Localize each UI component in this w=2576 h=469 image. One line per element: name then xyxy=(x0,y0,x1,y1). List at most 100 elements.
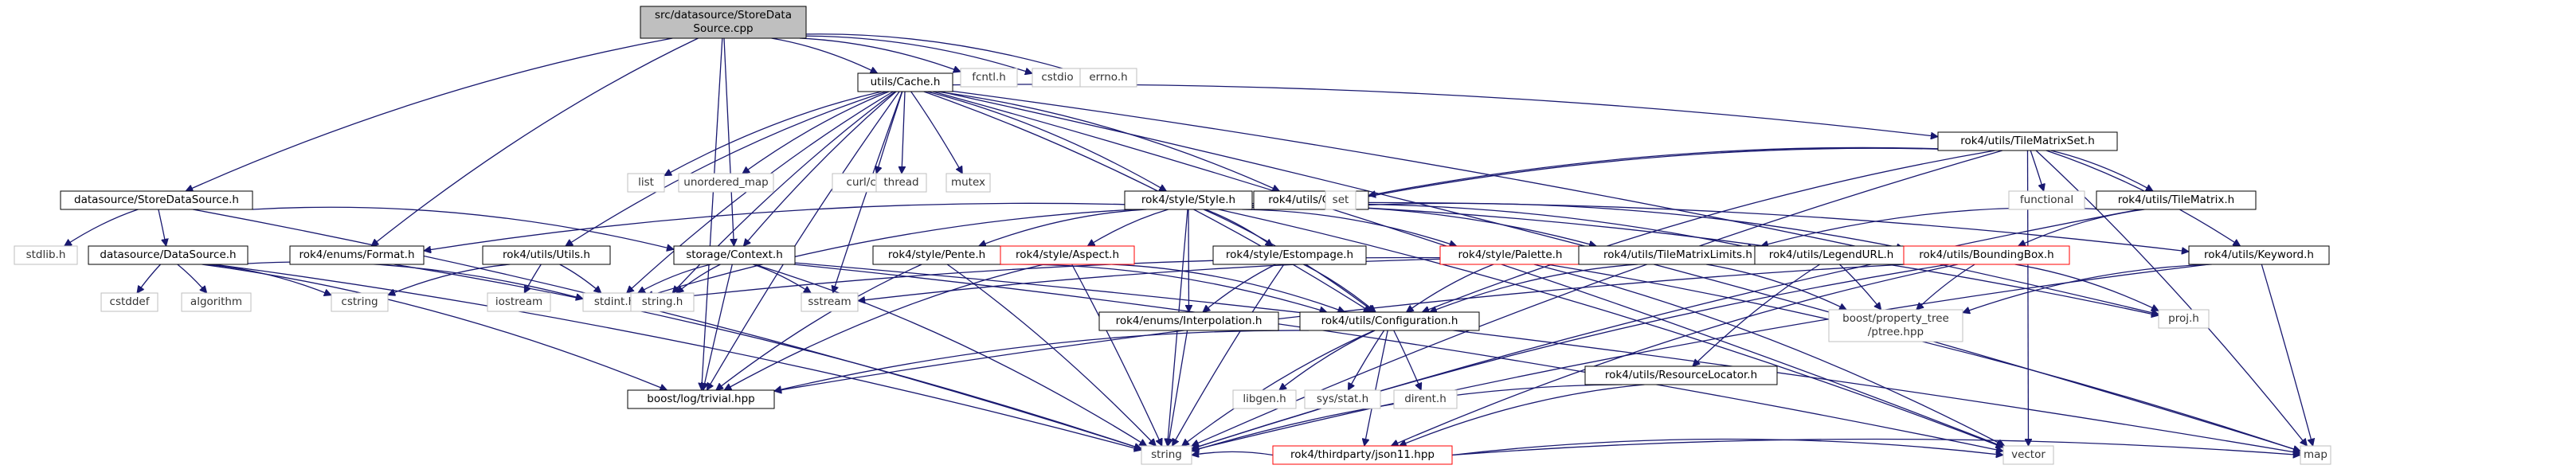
edge-store-ds-h-to-stdlib xyxy=(65,209,139,246)
node-tm-h[interactable]: rok4/utils/TileMatrix.h xyxy=(2096,190,2257,210)
node-set[interactable]: set xyxy=(1325,190,1357,210)
edge-cache-h-to-style-h xyxy=(926,91,1166,192)
node-cstring[interactable]: cstring xyxy=(331,292,389,312)
node-box xyxy=(289,245,425,265)
node-legend-h[interactable]: rok4/utils/LegendURL.h xyxy=(1754,245,1909,265)
edge-config-h-to-libgen xyxy=(1279,330,1376,390)
node-mutex[interactable]: mutex xyxy=(945,173,991,193)
node-iostream[interactable]: iostream xyxy=(487,292,551,312)
node-algorithm[interactable]: algorithm xyxy=(181,292,252,312)
node-label: sstream xyxy=(808,295,851,308)
node-cache-h[interactable]: utils/Cache.h xyxy=(857,72,953,92)
node-aspect-h[interactable]: rok4/style/Aspect.h xyxy=(1000,245,1135,265)
node-stdlib[interactable]: stdlib.h xyxy=(14,245,78,265)
node-box xyxy=(1584,365,1778,385)
node-label: src/datasource/StoreData xyxy=(655,9,792,21)
node-json11[interactable]: rok4/thirdparty/json11.hpp xyxy=(1272,445,1453,465)
edge-palette-h-to-vector xyxy=(1533,264,2005,447)
node-cstdio[interactable]: cstdio xyxy=(1032,68,1083,88)
edge-root-to-errno xyxy=(805,33,1080,74)
node-vector[interactable]: vector xyxy=(2002,445,2054,465)
node-thread[interactable]: thread xyxy=(875,173,927,193)
node-dirent[interactable]: dirent.h xyxy=(1393,389,1458,409)
node-label: datasource/DataSource.h xyxy=(100,248,236,261)
node-sstream[interactable]: sstream xyxy=(801,292,859,312)
edge-pente-h-to-config-h xyxy=(999,264,1327,312)
node-estompage-h[interactable]: rok4/style/Estompage.h xyxy=(1212,245,1367,265)
edge-pente-h-to-string xyxy=(946,264,1156,446)
node-proj[interactable]: proj.h xyxy=(2158,309,2210,329)
edge-context-h-to-string xyxy=(754,264,1147,447)
node-context-h[interactable]: storage/Context.h xyxy=(673,245,796,265)
node-label: string.h xyxy=(642,295,683,308)
node-root[interactable]: src/datasource/StoreDataSource.cpp xyxy=(640,6,807,39)
node-utils-h[interactable]: rok4/utils/Utils.h xyxy=(482,245,611,265)
edge-cache-h-to-crs-h xyxy=(937,91,1279,191)
node-label: sys/stat.h xyxy=(1317,393,1368,405)
edge-cache-h-to-boostlog xyxy=(706,91,900,390)
node-label: rok4/utils/TileMatrixSet.h xyxy=(1960,135,2095,147)
edge-tms-h-to-tm-h xyxy=(2050,150,2154,192)
node-label: storage/Context.h xyxy=(686,248,783,261)
node-tms-h[interactable]: rok4/utils/TileMatrixSet.h xyxy=(1937,131,2118,151)
node-box xyxy=(1304,389,1381,409)
node-config-h[interactable]: rok4/utils/Configuration.h xyxy=(1299,311,1480,331)
node-string-h[interactable]: string.h xyxy=(630,292,695,312)
node-map[interactable]: map xyxy=(2300,445,2331,465)
edge-style-h-to-estompage-h xyxy=(1204,209,1273,246)
edge-context-h-to-stdint xyxy=(638,264,711,294)
edge-root-to-cache-h xyxy=(771,37,878,74)
edge-context-h-to-string-h xyxy=(676,264,721,293)
node-fcntl[interactable]: fcntl.h xyxy=(960,68,1018,88)
node-list[interactable]: list xyxy=(627,173,665,193)
edge-context-h-to-vector xyxy=(793,264,2003,451)
node-box xyxy=(1000,245,1135,265)
edge-store-ds-h-to-context-h xyxy=(252,206,674,249)
node-label: boost/property_tree xyxy=(1842,312,1949,325)
edge-root-to-context-h xyxy=(723,37,734,246)
edge-json11-to-vector xyxy=(1451,438,2003,455)
edge-tms-h-to-crs-h xyxy=(1368,147,1939,195)
node-keyword-h[interactable]: rok4/utils/Keyword.h xyxy=(2188,245,2330,265)
node-label: libgen.h xyxy=(1243,393,1286,405)
node-stdint[interactable]: stdint.h xyxy=(582,292,647,312)
node-label: thread xyxy=(883,176,918,189)
edge-aspect-h-to-boostlog xyxy=(724,264,1044,391)
node-label: rok4/enums/Format.h xyxy=(299,248,414,261)
node-cstddef[interactable]: cstddef xyxy=(100,292,159,312)
edge-cache-h-to-utils-h xyxy=(566,91,887,246)
edge-root-to-cstdio xyxy=(805,35,1032,73)
edge-cache-h-to-context-h xyxy=(743,91,897,246)
node-resloc-h[interactable]: rok4/utils/ResourceLocator.h xyxy=(1584,365,1778,385)
node-unordered-map[interactable]: unordered_map xyxy=(678,173,774,193)
node-sysstat[interactable]: sys/stat.h xyxy=(1304,389,1381,409)
node-boostlog[interactable]: boost/log/trivial.hpp xyxy=(627,389,775,409)
node-box xyxy=(857,72,953,92)
node-label: rok4/style/Estompage.h xyxy=(1226,248,1353,261)
node-store-ds-h[interactable]: datasource/StoreDataSource.h xyxy=(60,190,253,210)
node-label: rok4/thirdparty/json11.hpp xyxy=(1290,448,1435,461)
node-palette-h[interactable]: rok4/style/Palette.h xyxy=(1439,245,1581,265)
edge-crs-h-to-bbox-h xyxy=(1368,202,1904,248)
edge-ds-h-to-string xyxy=(213,264,1141,450)
node-ptree[interactable]: boost/property_tree/ptree.hpp xyxy=(1828,309,1963,342)
edge-context-h-to-sstream xyxy=(753,264,811,293)
node-box xyxy=(60,190,253,210)
node-ds-h[interactable]: datasource/DataSource.h xyxy=(88,245,249,265)
node-errno[interactable]: errno.h xyxy=(1079,68,1137,88)
node-string[interactable]: string xyxy=(1141,445,1192,465)
node-tml-h[interactable]: rok4/utils/TileMatrixLimits.h xyxy=(1578,245,1778,265)
node-box xyxy=(1079,68,1137,88)
node-bbox-h[interactable]: rok4/utils/BoundingBox.h xyxy=(1903,245,2070,265)
node-libgen[interactable]: libgen.h xyxy=(1232,389,1297,409)
edge-bbox-h-to-proj xyxy=(2014,264,2159,311)
node-pente-h[interactable]: rok4/style/Pente.h xyxy=(872,245,1001,265)
edge-resloc-h-to-json11 xyxy=(1400,384,1645,446)
node-interp-h[interactable]: rok4/enums/Interpolation.h xyxy=(1098,311,1279,331)
node-functional[interactable]: functional xyxy=(2008,190,2085,210)
edge-style-h-to-aspect-h xyxy=(1087,209,1169,247)
node-box xyxy=(331,292,389,312)
node-format-h[interactable]: rok4/enums/Format.h xyxy=(289,245,425,265)
node-style-h[interactable]: rok4/style/Style.h xyxy=(1124,190,1253,210)
